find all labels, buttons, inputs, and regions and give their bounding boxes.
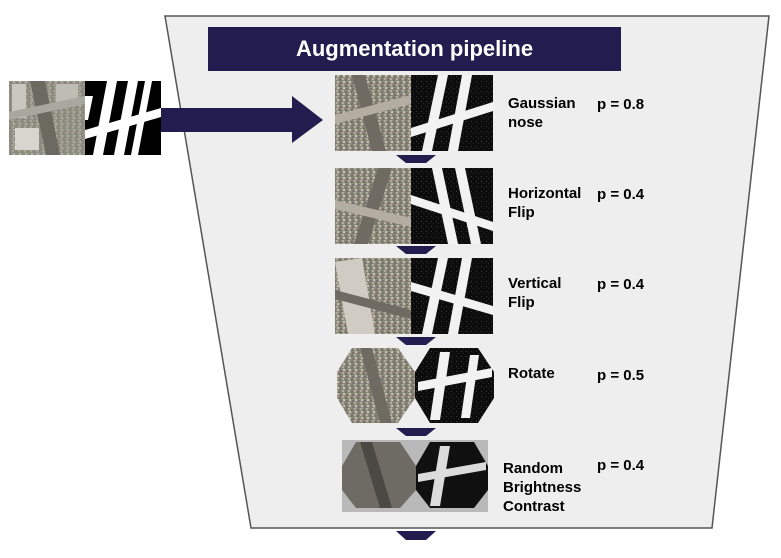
input-arrow (161, 96, 323, 143)
step-1-label: Gaussian nose (508, 95, 576, 131)
step-arrow (396, 246, 436, 254)
step-4-probability: p = 0.5 (597, 367, 645, 384)
pipeline-title: Augmentation pipeline (208, 27, 621, 71)
step-5-probability: p = 0.4 (597, 457, 645, 474)
step-2-image (335, 168, 411, 244)
step-1-probability: p = 0.8 (597, 96, 645, 113)
step-1-mask (411, 75, 493, 151)
step-3-probability: p = 0.4 (597, 276, 645, 293)
step-1-image (335, 75, 411, 151)
step-2-label: Horizontal Flip (508, 185, 582, 221)
input-mask (85, 81, 161, 155)
step-5-mask (416, 442, 488, 508)
step-arrow (396, 337, 436, 345)
step-2-mask (411, 168, 493, 244)
step-3-label: Vertical Flip (508, 275, 562, 311)
step-arrow (396, 428, 436, 436)
step-3-mask (411, 258, 493, 334)
input-image (9, 81, 85, 155)
step-arrow (396, 155, 436, 163)
step-3-image (335, 258, 411, 334)
step-4-label: Rotate (508, 365, 555, 382)
step-4-image (337, 348, 415, 423)
step-5-label: Random Brightness Contrast (503, 460, 582, 515)
step-4-mask (415, 348, 494, 423)
step-2-probability: p = 0.4 (597, 186, 645, 203)
output-arrow (396, 531, 436, 540)
